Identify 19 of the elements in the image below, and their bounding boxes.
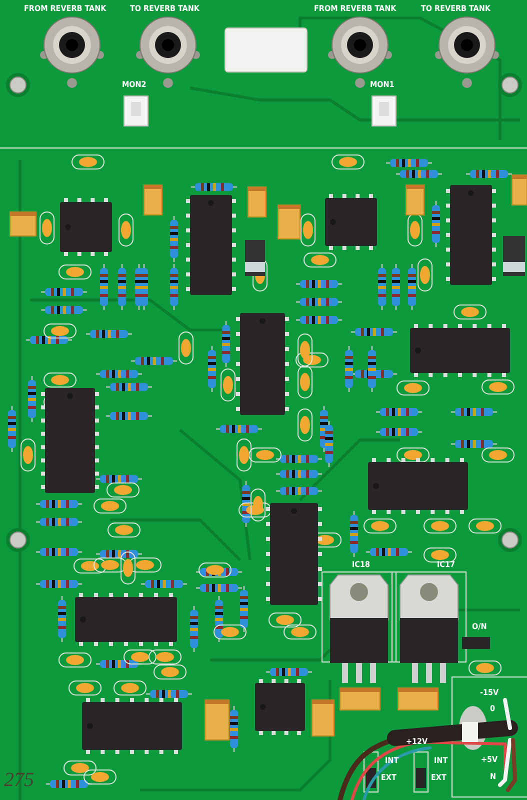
silkscreen-label: MON2: [122, 81, 146, 89]
silkscreen-label: +5V: [481, 756, 498, 764]
silkscreen-label: 0: [490, 705, 496, 713]
silkscreen-label: INT: [434, 757, 448, 765]
silkscreen-label: TO REVERB TANK: [421, 5, 490, 13]
silkscreen-label: FROM REVERB TANK: [24, 5, 106, 13]
silkscreen-label: N: [490, 773, 496, 781]
silkscreen-label: FROM REVERB TANK: [314, 5, 396, 13]
silkscreen-label: INT: [385, 757, 399, 765]
silkscreen-label: EXT: [431, 774, 446, 782]
silkscreen-label: EXT: [381, 774, 396, 782]
silkscreen-label: MON1: [370, 81, 394, 89]
silkscreen-label: IC18: [352, 561, 370, 569]
silkscreen-label: -15V: [480, 689, 499, 697]
silkscreen-label: TO REVERB TANK: [130, 5, 200, 13]
silkscreen-label: +12V: [406, 738, 428, 746]
silkscreen-label: 275: [4, 770, 34, 790]
silkscreen-label: IC17: [437, 561, 455, 569]
silkscreen-label: O/N: [472, 623, 487, 631]
